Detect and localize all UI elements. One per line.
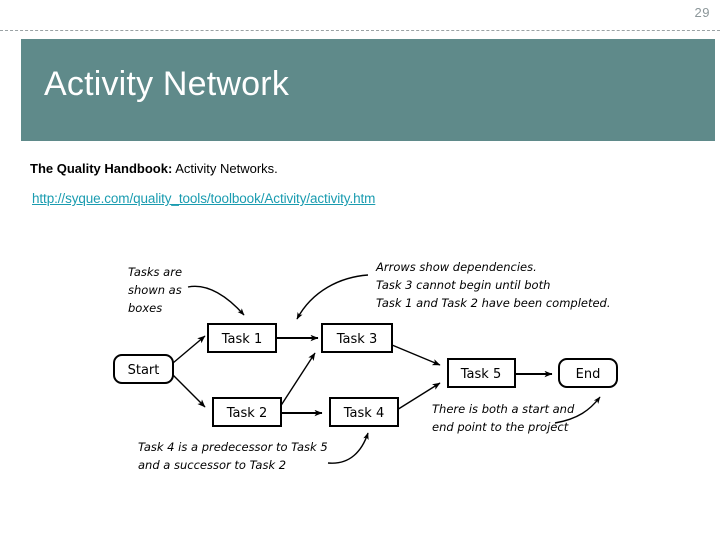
node-task2: Task 2 (212, 397, 282, 427)
annotation-startend: There is both a start and end point to t… (432, 402, 575, 434)
leader-startend-annotation (554, 396, 601, 424)
annotation-boxes-line3: boxes (128, 301, 162, 315)
edge-start-task2 (172, 374, 206, 408)
node-task2-label: Task 2 (226, 406, 267, 421)
edge-task4-task5 (391, 382, 441, 414)
annotation-predecessor-line1: Task 4 is a predecessor to Task 5 (138, 440, 328, 454)
annotation-arrows-line1: Arrows show dependencies. (375, 260, 537, 274)
node-task3-label: Task 3 (336, 332, 377, 347)
activity-network-diagram: Start Task 1 Task 2 Task 3 Task 4 (100, 235, 620, 485)
page-number: 29 (694, 5, 710, 20)
page-title: Activity Network (44, 65, 290, 103)
leader-predecessor-annotation (327, 432, 369, 464)
node-task5-label: Task 5 (460, 367, 501, 382)
annotation-arrows-line3: Task 1 and Task 2 have been completed. (376, 296, 611, 310)
node-task4-label: Task 4 (343, 406, 384, 421)
source-citation-rest: Activity Networks. (172, 161, 278, 176)
node-end: End (558, 358, 618, 388)
edge-start-task1 (172, 335, 206, 364)
header-divider (0, 30, 720, 31)
annotation-boxes-line1: Tasks are (128, 265, 182, 279)
node-start: Start (113, 354, 174, 384)
node-task1: Task 1 (207, 323, 277, 353)
leader-boxes-annotation (187, 285, 245, 316)
annotation-predecessor-line2: and a successor to Task 2 (138, 458, 286, 472)
source-url-link[interactable]: http://syque.com/quality_tools/toolbook/… (32, 191, 376, 206)
node-end-label: End (576, 367, 601, 382)
annotation-startend-line1: There is both a start and (432, 402, 575, 416)
edge-task3-task5 (391, 344, 441, 366)
annotation-arrows: Arrows show dependencies. Task 3 cannot … (375, 260, 611, 310)
node-task5: Task 5 (447, 358, 516, 388)
source-citation-strong: The Quality Handbook: (30, 161, 173, 176)
annotation-arrows-line2: Task 3 cannot begin until both (376, 278, 550, 292)
source-citation: The Quality Handbook: Activity Networks. (30, 161, 278, 176)
edge-task2-task3 (279, 352, 316, 408)
annotation-predecessor: Task 4 is a predecessor to Task 5 and a … (138, 440, 328, 472)
annotation-startend-line2: end point to the project (432, 420, 569, 434)
annotation-boxes: Tasks are shown as boxes (128, 265, 182, 315)
leader-arrows-annotation (296, 274, 369, 320)
node-task4: Task 4 (329, 397, 399, 427)
title-band: Activity Network (21, 39, 715, 141)
annotation-boxes-line2: shown as (128, 283, 182, 297)
node-task1-label: Task 1 (221, 332, 262, 347)
node-task3: Task 3 (321, 323, 393, 353)
node-start-label: Start (128, 363, 160, 378)
